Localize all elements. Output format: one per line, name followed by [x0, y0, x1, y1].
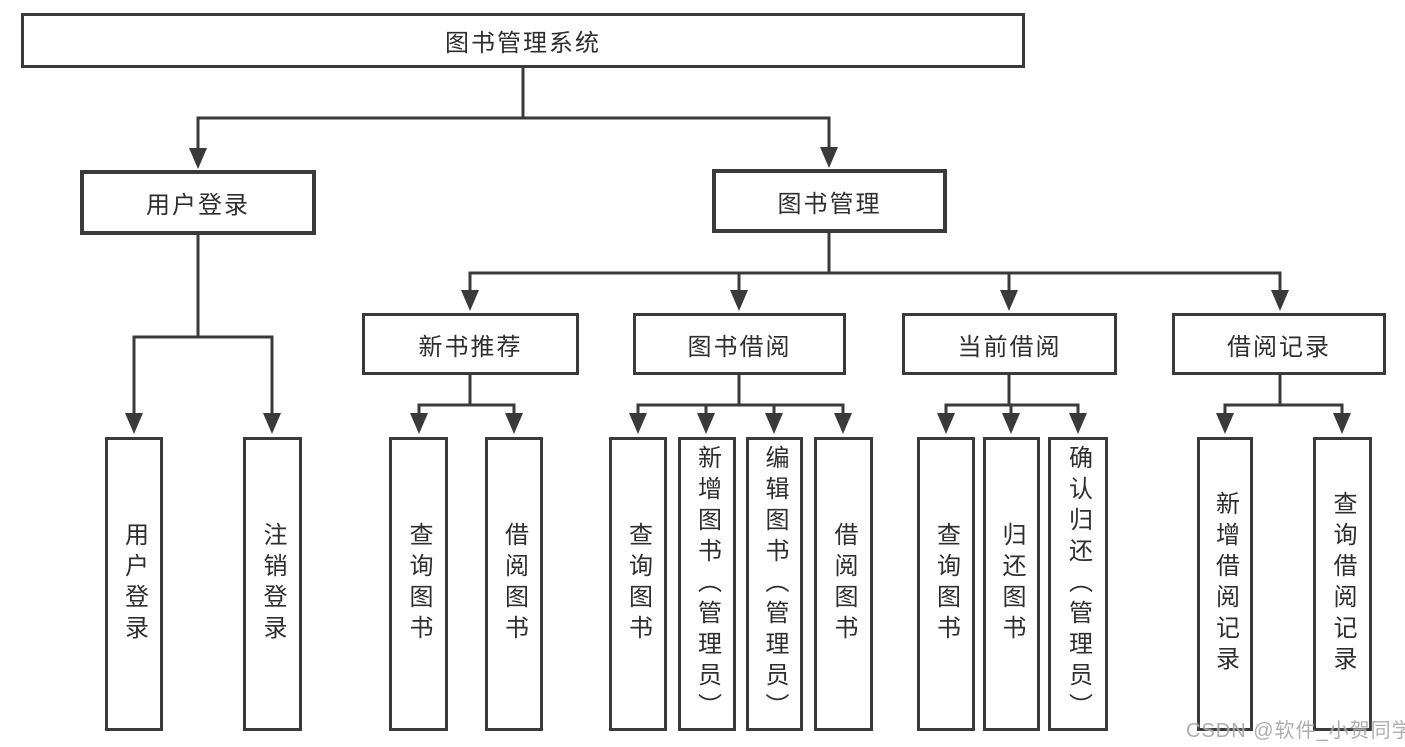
leaf-label: 查询图书: [405, 522, 432, 646]
leaf-borrow-books: 借阅图书: [485, 437, 543, 731]
leaf-label: 注销登录: [259, 522, 286, 646]
leaf-return-books: 归还图书: [983, 437, 1040, 731]
node-book-management: 图书管理: [712, 169, 947, 233]
leaf-edit-books-admin: 编辑图书（管理员）: [746, 437, 803, 731]
leaf-label: 编辑图书（管理员）: [761, 444, 788, 724]
connector-mgmt-to-level3: [461, 233, 1289, 311]
connector-recommend-to-leaves: [410, 375, 523, 434]
node-library-management-system: 图书管理系统: [21, 13, 1025, 68]
leaf-label: 查询图书: [624, 522, 652, 646]
connector-root-to-level2: [189, 68, 838, 169]
node-current-borrowing: 当前借阅: [902, 313, 1117, 375]
leaf-label: 借阅图书: [830, 522, 857, 646]
csdn-watermark: CSDN @软件_小贺同学: [1186, 720, 1405, 742]
connector-current-to-leaves: [937, 375, 1087, 434]
leaf-label: 新增图书（管理员）: [693, 444, 721, 724]
leaf-confirm-return-admin: 确认归还（管理员）: [1048, 437, 1108, 731]
node-new-book-recommendation: 新书推荐: [362, 313, 579, 375]
connector-records-to-leaves: [1216, 375, 1351, 434]
leaf-query-books: 查询图书: [609, 437, 667, 731]
leaf-label: 借阅图书: [500, 522, 528, 646]
node-borrowing-records: 借阅记录: [1172, 313, 1386, 375]
leaf-label: 新增借阅记录: [1211, 491, 1239, 677]
leaf-label: 确认归还（管理员）: [1064, 444, 1092, 724]
connector-borrow-to-leaves: [629, 375, 852, 434]
leaf-label: 归还图书: [998, 522, 1025, 646]
leaf-user-login: 用户登录: [105, 437, 163, 731]
leaf-label: 查询借阅记录: [1329, 491, 1356, 677]
leaf-logout: 注销登录: [243, 437, 302, 731]
leaf-label: 查询图书: [932, 522, 960, 646]
leaf-borrow-books: 借阅图书: [814, 437, 873, 731]
leaf-label: 用户登录: [120, 522, 148, 646]
leaf-query-books: 查询图书: [389, 437, 448, 731]
node-book-borrowing: 图书借阅: [633, 313, 846, 375]
leaf-add-books-admin: 新增图书（管理员）: [678, 437, 736, 731]
leaf-query-borrow-record: 查询借阅记录: [1313, 437, 1372, 731]
connector-login-to-leaves: [125, 235, 281, 434]
leaf-query-books: 查询图书: [917, 437, 975, 731]
node-user-login: 用户登录: [80, 170, 316, 235]
leaf-add-borrow-record: 新增借阅记录: [1197, 437, 1253, 731]
